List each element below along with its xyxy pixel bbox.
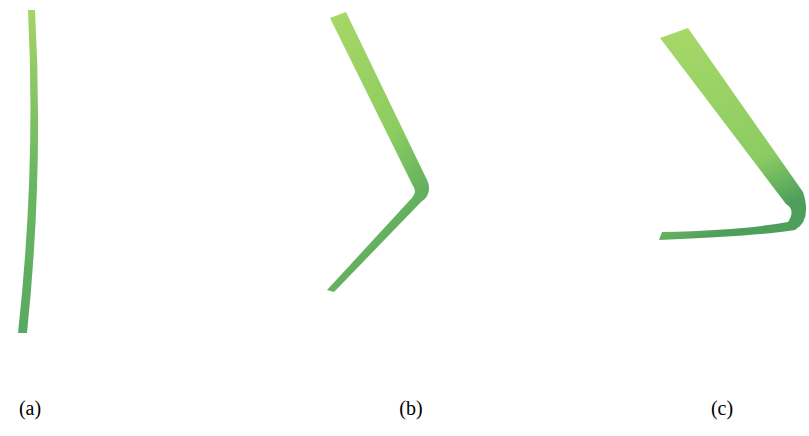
ribbon-a xyxy=(18,10,38,333)
ribbon-b xyxy=(327,12,429,292)
panel-label: (c) xyxy=(711,397,733,420)
panel-label: (a) xyxy=(19,397,41,420)
panel-label: (b) xyxy=(399,397,422,420)
ribbon-c xyxy=(659,28,806,240)
